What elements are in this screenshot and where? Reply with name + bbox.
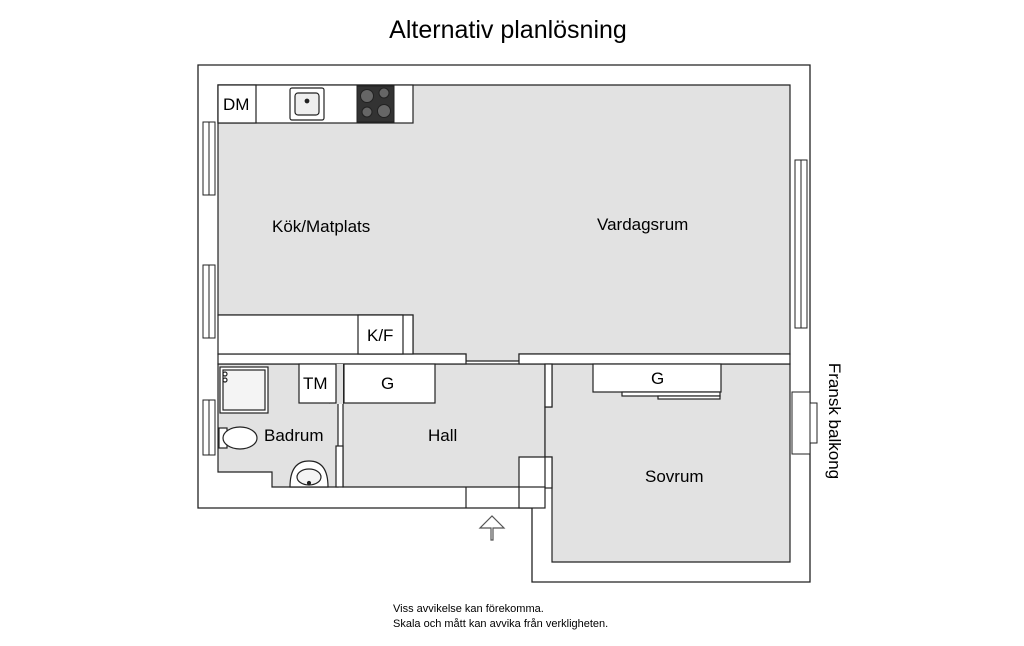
room-label-bathroom: Badrum	[264, 426, 324, 445]
fridge-freezer-label: K/F	[367, 326, 394, 345]
washing-machine-label: TM	[303, 374, 328, 393]
fridge-box	[357, 314, 404, 355]
disclaimer-line-1: Viss avvikelse kan förekomma.	[393, 603, 544, 615]
wall-living-hall	[518, 353, 791, 365]
plan-title: Alternativ planlösning	[389, 16, 627, 44]
dishwasher-label: DM	[223, 95, 250, 114]
wardrobe-bedroom-label: G	[651, 369, 665, 388]
shower-icon	[219, 366, 269, 414]
room-label-living: Vardagsrum	[597, 215, 689, 234]
wardrobe-hall-box	[343, 363, 436, 404]
wall-entry-right	[518, 486, 546, 509]
floor-areas	[217, 84, 791, 563]
toilet-icon	[218, 426, 258, 450]
window-bedroom	[791, 391, 811, 455]
wall-kitchen-hall-a	[217, 353, 467, 365]
room-label-bedroom: Sovrum	[645, 467, 704, 486]
washing-machine-box	[298, 363, 337, 404]
wall-bath-hall-post	[335, 445, 344, 488]
balcony-label-wrap: Fransk balkong	[823, 357, 845, 485]
room-label-kitchen: Kök/Matplats	[272, 217, 371, 236]
wall-hall-bed-upper	[544, 363, 553, 408]
wall-hall-bed-lower	[544, 456, 553, 489]
windows	[202, 121, 818, 456]
washbasin-icon	[289, 460, 329, 488]
dishwasher-box	[217, 84, 257, 124]
room-label-hall: Hall	[428, 426, 458, 445]
balcony-rail	[809, 402, 818, 444]
sink-icon	[289, 87, 325, 121]
wardrobe-hall-label: G	[381, 374, 395, 393]
entrance-arrow-icon	[478, 515, 506, 541]
disclaimer-line-2: Skala och mått kan avvika från verklighe…	[393, 618, 609, 630]
balcony-label: Fransk balkong	[825, 362, 844, 480]
stove-icon	[356, 85, 395, 123]
disclaimer: Viss avvikelse kan förekomma. Skala och …	[393, 602, 608, 632]
bedroom-wardrobe	[592, 363, 722, 400]
hall-cabinets	[298, 363, 436, 404]
